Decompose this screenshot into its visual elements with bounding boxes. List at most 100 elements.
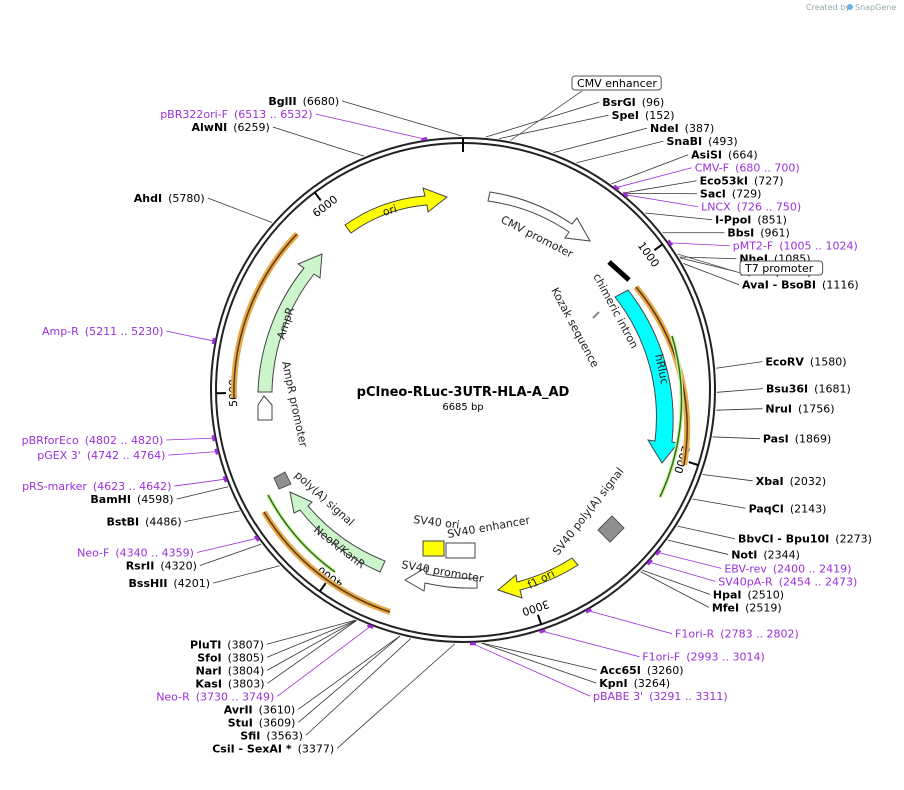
- site-kasi[interactable]: KasI(3803): [195, 677, 264, 690]
- primer-ebv-rev[interactable]: EBV-rev(2400 .. 2419): [724, 562, 851, 575]
- primer-pbrforeco[interactable]: pBRforEco(4802 .. 4820): [22, 434, 164, 447]
- primer-f1ori-r-mark: [585, 607, 592, 614]
- site-nari[interactable]: NarI(3804): [196, 664, 265, 677]
- site-eco53ki[interactable]: Eco53kI(727): [700, 175, 784, 188]
- primer-neo-r-leader: [277, 626, 371, 697]
- site-xbai-name: XbaI: [756, 475, 784, 488]
- site-bsrgi[interactable]: BsrGI(96): [602, 96, 664, 109]
- feature-kozak-sequence[interactable]: Kozak sequence: [548, 285, 601, 370]
- site-nari-name: NarI: [196, 664, 222, 677]
- site-snabi[interactable]: SnaBI(493): [666, 135, 737, 148]
- site-saci[interactable]: SacI(729): [700, 188, 762, 201]
- site-spei[interactable]: SpeI(152): [612, 109, 675, 122]
- site-bsrgi-name: BsrGI: [602, 96, 635, 109]
- primer-neo-f[interactable]: Neo-F(4340 .. 4359): [77, 546, 194, 559]
- primer-lncx-position: (726 .. 750): [737, 201, 802, 214]
- site-sfii-name: SfiI: [240, 729, 260, 742]
- site-xbai-leader: [702, 474, 753, 482]
- site-pasi[interactable]: PasI(1869): [763, 433, 831, 446]
- site-nrui[interactable]: NruI(1756): [765, 403, 834, 416]
- site-avrii[interactable]: AvrII(3610): [224, 703, 295, 716]
- site-rsrii[interactable]: RsrII(4320): [126, 559, 197, 572]
- primer-ebv-rev-position: (2400 .. 2419): [773, 562, 852, 575]
- feature-sv40-ori[interactable]: SV40 ori: [413, 513, 461, 557]
- feature-hrluc[interactable]: hRluc: [614, 285, 691, 498]
- primer-pmt2-f-mark: [667, 239, 674, 247]
- feature-sv40-ori-label: SV40 ori: [413, 513, 461, 532]
- feature-sv40-polya[interactable]: SV40 poly(A) signal: [550, 465, 626, 558]
- primer-prs-marker[interactable]: pRS-marker(4623 .. 4642): [22, 480, 171, 493]
- site-kpni-name: KpnI: [599, 677, 627, 690]
- site-i-ppoi[interactable]: I-PpoI(851): [715, 214, 787, 227]
- primer-ebv-rev-mark: [655, 549, 662, 556]
- primer-prs-marker-name: pRS-marker: [22, 480, 87, 493]
- tick-label-6000: 6000: [310, 193, 340, 220]
- site-stui[interactable]: StuI(3609): [228, 716, 296, 729]
- primer-pgex-3-mark: [214, 448, 219, 455]
- site-rsrii-name: RsrII: [126, 559, 155, 572]
- site-bstbi-position: (4486): [145, 516, 182, 529]
- primer-neo-r[interactable]: Neo-R(3730 .. 3749): [156, 690, 274, 703]
- site-ndei[interactable]: NdeI(387): [650, 122, 714, 135]
- primer-pgex-3[interactable]: pGEX 3'(4742 .. 4764): [37, 449, 165, 462]
- site-hpai[interactable]: HpaI(2510): [713, 588, 784, 601]
- site-paqci[interactable]: PaqCI(2143): [749, 502, 827, 515]
- primer-lncx-leader: [625, 194, 699, 208]
- site-bsshii[interactable]: BssHII(4201): [129, 577, 210, 590]
- site-bamhi-leader: [176, 486, 229, 500]
- feature-ori[interactable]: ori: [344, 187, 449, 234]
- site-asisi[interactable]: AsiSI(664): [691, 149, 757, 162]
- site-bstbi[interactable]: BstBI(4486): [106, 516, 181, 529]
- site-bstbi-leader: [184, 510, 240, 523]
- site-mfei-name: MfeI: [712, 601, 739, 614]
- primer-lncx[interactable]: LNCX(726 .. 750): [701, 201, 801, 214]
- feature-neor-kanr[interactable]: NeoR/KanR: [261, 491, 391, 615]
- site-noti[interactable]: NotI(2344): [731, 548, 800, 561]
- site-ahdi[interactable]: AhdI(5780): [134, 192, 205, 205]
- feature-sv40-promoter[interactable]: SV40 promoter: [400, 558, 485, 592]
- site-ecorv-position: (1580): [810, 356, 847, 369]
- site-acc65i[interactable]: Acc65I(3260): [600, 664, 684, 677]
- primer-pbr322ori-f[interactable]: pBR322ori-F (6513 .. 6532): [160, 108, 312, 121]
- feature-f1-ori[interactable]: f1 ori: [496, 557, 579, 599]
- feature-cmv-promoter[interactable]: CMV promoter: [487, 191, 591, 261]
- primer-f1ori-r[interactable]: F1ori-R(2783 .. 2802): [675, 628, 799, 641]
- site-mfei[interactable]: MfeI(2519): [712, 601, 782, 614]
- site-alwni[interactable]: AlwNI (6259): [192, 121, 270, 134]
- primer-cmv-f[interactable]: CMV-F(680 .. 700): [695, 162, 800, 175]
- site-kasi-leader: [267, 620, 357, 684]
- site-bamhi[interactable]: BamHI(4598): [90, 493, 173, 506]
- primer-amp-r-name: Amp-R: [42, 325, 79, 338]
- site-pluti[interactable]: PluTI(3807): [190, 638, 264, 651]
- primer-amp-r[interactable]: Amp-R(5211 .. 5230): [42, 325, 163, 338]
- primer-neo-r-mark: [366, 623, 374, 629]
- site-csii-sexai-leader: [336, 643, 456, 749]
- feature-neor-label: NeoR/KanR: [311, 523, 368, 571]
- site-bsu36i[interactable]: Bsu36I(1681): [766, 383, 851, 396]
- primer-pbabe-3[interactable]: pBABE 3'(3291 .. 3311): [593, 690, 728, 703]
- feature-ori-label: ori: [381, 202, 398, 219]
- site-csii-sexai[interactable]: CsiI - SexAI *(3377): [212, 742, 334, 755]
- boxed-t7-promoter-box[interactable]: [739, 260, 824, 276]
- boxed-cmv-enhancer-box[interactable]: [571, 75, 662, 91]
- feature-hrluc-label: hRluc: [652, 353, 671, 386]
- site-kpni[interactable]: KpnI(3264): [599, 677, 670, 690]
- site-bbvci-bpu10i[interactable]: BbvCI - Bpu10I(2273): [738, 533, 872, 546]
- primer-f1ori-f[interactable]: F1ori-F(2993 .. 3014): [642, 651, 765, 664]
- primer-sv40pa-r[interactable]: SV40pA-R(2454 .. 2473): [718, 575, 857, 588]
- site-bbsi[interactable]: BbsI(961): [727, 227, 790, 240]
- primer-pbr322ori-f-name: pBR322ori-F: [160, 108, 228, 121]
- site-alwni-name: AlwNI: [192, 121, 228, 134]
- primer-pmt2-f[interactable]: pMT2-F(1005 .. 1024): [733, 240, 858, 253]
- site-alwni-position: (6259): [233, 121, 270, 134]
- site-avai-bsobi[interactable]: AvaI - BsoBI(1116): [742, 279, 859, 292]
- site-sfii[interactable]: SfiI(3563): [240, 729, 303, 742]
- site-bglii[interactable]: BglII(6680): [268, 95, 339, 108]
- site-xbai[interactable]: XbaI(2032): [756, 475, 826, 488]
- site-sfoi[interactable]: SfoI(3805): [197, 651, 264, 664]
- primer-pbabe-3-position: (3291 .. 3311): [649, 690, 728, 703]
- primer-pbr322ori-f-position: (6513 .. 6532): [234, 108, 313, 121]
- primer-neo-f-mark: [253, 535, 260, 542]
- feature-ampr[interactable]: AmpR: [230, 231, 323, 399]
- site-ecorv[interactable]: EcoRV(1580): [765, 356, 846, 369]
